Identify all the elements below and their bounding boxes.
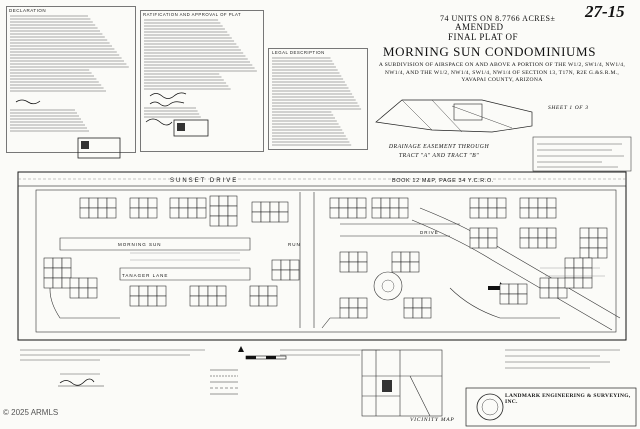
firm-name: LANDMARK ENGINEERING & SURVEYING, INC. [505,393,631,405]
site-plan: SUNSET DRIVE BOOK 12 M&P, PAGE 34 Y.C.R.… [17,171,627,341]
morning-sun-label: MORNING SUN [118,242,162,247]
copyright-watermark: © 2025 ARMLS [3,408,59,417]
drainage-note: DRAINAGE EASEMENT THROUGH TRACT "A" AND … [388,144,490,159]
book-ref-label: BOOK 12 M&P, PAGE 34 Y.C.R.O. [392,178,494,184]
declaration-heading: DECLARATION [9,8,47,13]
legal-description-heading: LEGAL DESCRIPTION [272,50,325,55]
project-name: MORNING SUN CONDOMINIUMS [383,44,597,59]
ratification-panel [140,10,264,152]
amended-label: AMENDED [455,22,504,32]
units-line: 74 UNITS ON 8.7766 ACRES± [440,14,556,23]
final-plat-of: FINAL PLAT OF [448,32,519,42]
drive-label: DRIVE [420,230,439,235]
handwritten-number: 27-15 [585,2,625,21]
bottom-notes [20,346,637,427]
tanager-lane-label: TANAGER LANE [122,273,168,278]
sheet-number: SHEET 1 OF 3 [548,105,589,111]
run-label: RUN [288,242,301,247]
plat-description: A SUBDIVISION OF AIRSPACE ON AND ABOVE A… [378,62,626,83]
sunset-drive-label: SUNSET DRIVE [170,178,238,184]
declaration-panel [6,6,136,153]
legend-box [532,136,632,172]
vicinity-map-label: VICINITY MAP [410,417,455,423]
key-map-sketch [375,99,533,133]
legal-description-panel [268,48,368,150]
ratification-heading: RATIFICATION AND APPROVAL OF PLAT [143,12,242,17]
